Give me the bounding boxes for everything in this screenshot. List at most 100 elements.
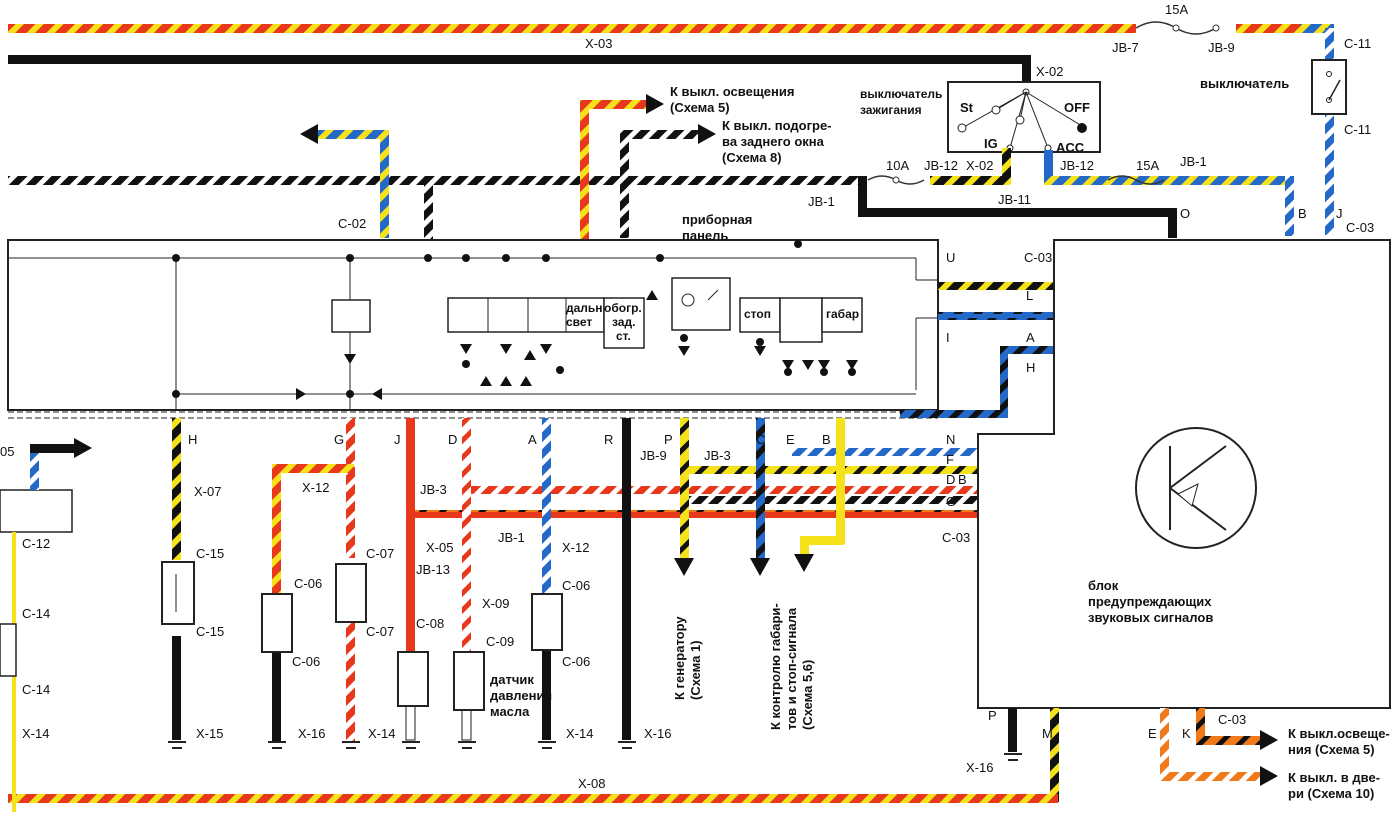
- panel-outline: [7, 239, 939, 411]
- pin-k-label: K: [1182, 726, 1191, 741]
- pin-d-label: D: [448, 432, 457, 447]
- x16-label-a: X-16: [298, 726, 325, 741]
- wire-right-vertical: [1325, 28, 1334, 72]
- c03-label-top: C-03: [1346, 220, 1374, 235]
- panel-lamp-block: [447, 297, 605, 333]
- jb3-label-a: JB-3: [420, 482, 447, 497]
- c07-label-a: C-07: [366, 546, 394, 561]
- panel-lamp-stop: [739, 297, 781, 333]
- sensor-switch-a: [531, 593, 563, 651]
- x12-label-a: X-12: [302, 480, 329, 495]
- to-rear-heat-2: ва заднего окна: [722, 134, 825, 149]
- wire-to-light-switch: [580, 100, 589, 240]
- lamp-rearheat-2: зад.: [612, 315, 635, 329]
- fuse-10a: 10A: [886, 158, 909, 173]
- right-door-1: К выкл. в две-: [1288, 770, 1380, 785]
- x14-label-c: X-14: [22, 726, 49, 741]
- c06-label-d: C-06: [562, 654, 590, 669]
- c03-label-bottom: C-03: [1218, 712, 1246, 727]
- jb9-label-top: JB-9: [1208, 40, 1235, 55]
- x15-label: X-15: [196, 726, 223, 741]
- right-light-2: ния (Схема 5): [1288, 742, 1375, 757]
- x14-label-a: X-14: [368, 726, 395, 741]
- panel-label-2: панель: [682, 228, 728, 243]
- pin-u-label: U: [946, 250, 955, 265]
- pin-l-label: L: [1026, 288, 1033, 303]
- oil-sensor-1: датчик: [490, 672, 534, 687]
- pin-g-label: G: [334, 432, 344, 447]
- c02-label: C-02: [338, 216, 366, 231]
- pin-j-top-label: J: [1336, 206, 1343, 221]
- to-rear-heat-3: (Схема 8): [722, 150, 782, 165]
- c03-label-left: C-03: [1024, 250, 1052, 265]
- wire-top-red-yellow: [8, 24, 1136, 33]
- warning-label-2: предупреждающих: [1088, 594, 1212, 609]
- c08-label: C-08: [416, 616, 444, 631]
- x08-label: X-08: [578, 776, 605, 791]
- pin-b-block-label: B: [958, 472, 967, 487]
- pin-o-label: O: [1180, 206, 1190, 221]
- to-light-switch-2: (Схема 5): [670, 100, 730, 115]
- x05-left-label: 05: [0, 444, 14, 459]
- warning-block: блок предупреждающих звуковых сигналов P…: [966, 239, 1391, 802]
- wire-top-red-yellow-b: [1236, 24, 1326, 33]
- to-light-switch-1: К выкл. освещения: [670, 84, 794, 99]
- panel-to-block-wires: U C-03 L A H I N F D B G C-03: [406, 250, 1054, 545]
- c15-label-b: C-15: [196, 624, 224, 639]
- right-light-1: К выкл.освеще-: [1288, 726, 1390, 741]
- x14-label-b: X-14: [566, 726, 593, 741]
- wire-x03-black: [8, 55, 1030, 64]
- pin-g-block-label: G: [946, 494, 956, 509]
- wire-x08-bottom: [8, 794, 1058, 803]
- pin-h-label: H: [188, 432, 197, 447]
- lower-branches: H X-07 C-15 C-15 X-15 G X-12 C-06 C-06 X…: [161, 418, 1022, 761]
- c11-label-bottom: C-11: [1344, 122, 1371, 137]
- pin-m-label: M: [1042, 726, 1053, 741]
- to-control-3: (Схема 5,6): [800, 660, 815, 730]
- warning-label-1: блок: [1088, 578, 1119, 593]
- lamp-rearheat-3: ст.: [616, 329, 631, 343]
- to-control-1: К контролю габари-: [768, 603, 783, 730]
- pin-r-label: R: [604, 432, 613, 447]
- instrument-panel: приборная панель дальн. свет обогр. зад.…: [7, 212, 939, 419]
- c03-label-bus: C-03: [942, 530, 970, 545]
- pin-a-label: A: [528, 432, 537, 447]
- c06-label-a: C-06: [294, 576, 322, 591]
- jb1-label-top: JB-1: [808, 194, 835, 209]
- pin-p-bottom-label: P: [988, 708, 997, 723]
- lamp-parking: габар: [826, 307, 859, 321]
- pin-p-label: P: [664, 432, 673, 447]
- wire-main-black-white: [8, 176, 866, 185]
- to-rear-heat-1: К выкл. подогре-: [722, 118, 832, 133]
- ignition-label-2: зажигания: [860, 103, 922, 117]
- to-generator-1: К генератору: [672, 616, 687, 700]
- x16-label-b: X-16: [644, 726, 671, 741]
- x03-label: X-03: [585, 36, 612, 51]
- pin-i-label: I: [946, 330, 950, 345]
- x02-label: X-02: [1036, 64, 1063, 79]
- pin-d-block-label: D: [946, 472, 955, 487]
- jb13-label: JB-13: [416, 562, 450, 577]
- c11-label-top: C-11: [1344, 36, 1371, 51]
- pin-b-top-label: B: [1298, 206, 1307, 221]
- sensor-switch-g1: [261, 593, 293, 653]
- ground-symbols: [168, 741, 1022, 761]
- top-wires: 15A JB-7 JB-9 X-03 X-02 C-11 C-11 выключ…: [8, 2, 1374, 240]
- left-edge: 05 C-12 C-14 C-14 X-14: [0, 438, 92, 812]
- x12-label-b: X-12: [562, 540, 589, 555]
- c14-label-a: C-14: [22, 606, 50, 621]
- switch-label: выключатель: [1200, 76, 1289, 91]
- wire-c02-blue-yellow: [380, 130, 389, 238]
- x16-label-block: X-16: [966, 760, 993, 775]
- wire-top-blue-yellow: [1300, 24, 1334, 33]
- fuse-15a-mid: 15A: [1136, 158, 1159, 173]
- jb7-label: JB-7: [1112, 40, 1139, 55]
- pin-j-label: J: [394, 432, 401, 447]
- jb11-label: JB-11: [998, 192, 1031, 207]
- lamp-stop: стоп: [744, 307, 771, 321]
- c07-label-b: C-07: [366, 624, 394, 639]
- to-control-2: тов и стоп-сигнала: [784, 607, 799, 730]
- lamp-rearheat-1: обогр.: [604, 301, 642, 315]
- to-generator-2: (Схема 1): [688, 640, 703, 700]
